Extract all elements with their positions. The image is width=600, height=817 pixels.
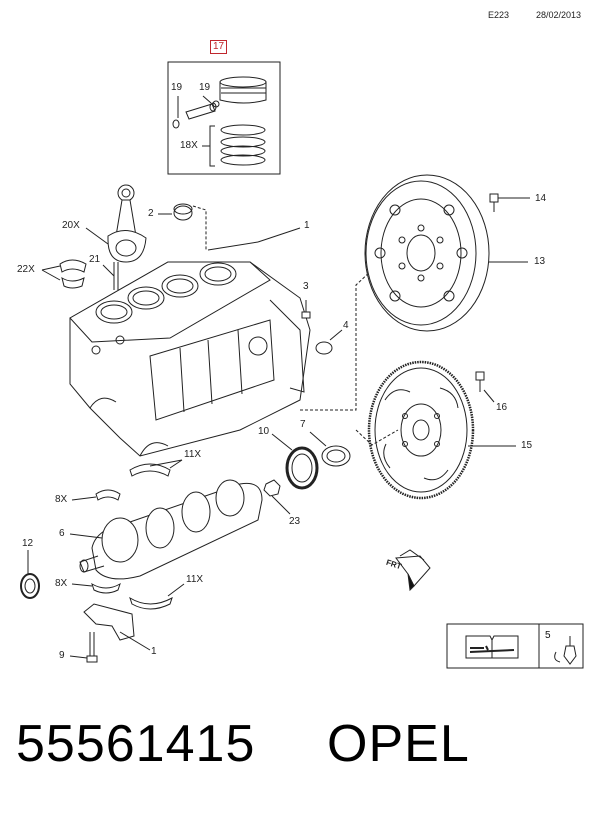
main-cap-bolt-icon [86,632,98,663]
tool-reference-box [538,623,584,669]
callout-2[interactable]: 2 [148,208,154,219]
callout-15[interactable]: 15 [521,440,533,451]
connecting-rod-icon [107,184,147,263]
callout-22x[interactable]: 22X [17,264,35,275]
callout-6[interactable]: 6 [59,528,65,539]
cap-icon [315,341,333,355]
main-bearing-upper-icon [129,459,183,477]
piston-icon [219,76,267,104]
callout-23[interactable]: 23 [289,516,301,527]
callout-1-block[interactable]: 1 [304,220,310,231]
main-bearing-cap-icon [83,603,135,641]
rod-bearing-icon [59,259,87,289]
callout-12[interactable]: 12 [22,538,34,549]
callout-17-highlighted[interactable]: 17 [210,40,228,54]
callout-7[interactable]: 7 [300,419,306,430]
callout-1-cap[interactable]: 1 [151,646,157,657]
core-plug-icon [173,203,193,221]
rear-main-seal-icon [285,446,319,490]
engine-block-icon [69,261,311,457]
callout-20x[interactable]: 20X [62,220,80,231]
callout-19-right[interactable]: 19 [199,82,211,93]
main-bearing-lower-icon [129,596,173,610]
callout-19-left[interactable]: 19 [171,82,183,93]
callout-11x-upper[interactable]: 11X [184,449,202,460]
thrust-bearing-upper-icon [95,489,121,501]
seal-ring-icon [321,445,351,467]
legend-note-number: 5 [545,630,551,641]
front-direction-marker [395,549,431,592]
callout-21[interactable]: 21 [89,254,101,265]
callout-16[interactable]: 16 [496,402,508,413]
piston-pin-icon [172,100,220,129]
flexplate-icon [367,360,475,500]
front-seal-icon [20,573,40,599]
callout-8x-upper[interactable]: 8X [55,494,68,505]
thrust-bearing-lower-icon [91,582,121,594]
diagram-date: 28/02/2013 [536,10,582,20]
piston-kit-frame [167,61,281,175]
callout-9[interactable]: 9 [59,650,65,661]
callout-18x[interactable]: 18X [180,140,198,151]
callout-3[interactable]: 3 [303,281,309,292]
callout-10[interactable]: 10 [258,426,270,437]
flywheel-bolt-icon [489,193,499,212]
callout-4[interactable]: 4 [343,320,349,331]
sealant-tube-icon [554,636,577,665]
callout-14[interactable]: 14 [535,193,547,204]
piston-rings-icon [202,124,266,167]
callout-13[interactable]: 13 [534,256,546,267]
flexplate-bolt-icon [475,371,485,392]
diagram-code: E223 [488,10,510,20]
callout-8x-lower[interactable]: 8X [55,578,68,589]
callout-11x-lower[interactable]: 11X [186,574,204,585]
manual-icon [465,635,519,659]
pilot-bearing-icon [263,479,281,497]
dual-mass-flywheel-icon [364,174,490,332]
part-number: 55561415 [16,715,256,773]
plug-bolt-icon [301,300,311,319]
brand-name: OPEL [327,715,470,773]
crankshaft-icon [79,479,263,580]
rod-bolt-icon [113,262,119,290]
